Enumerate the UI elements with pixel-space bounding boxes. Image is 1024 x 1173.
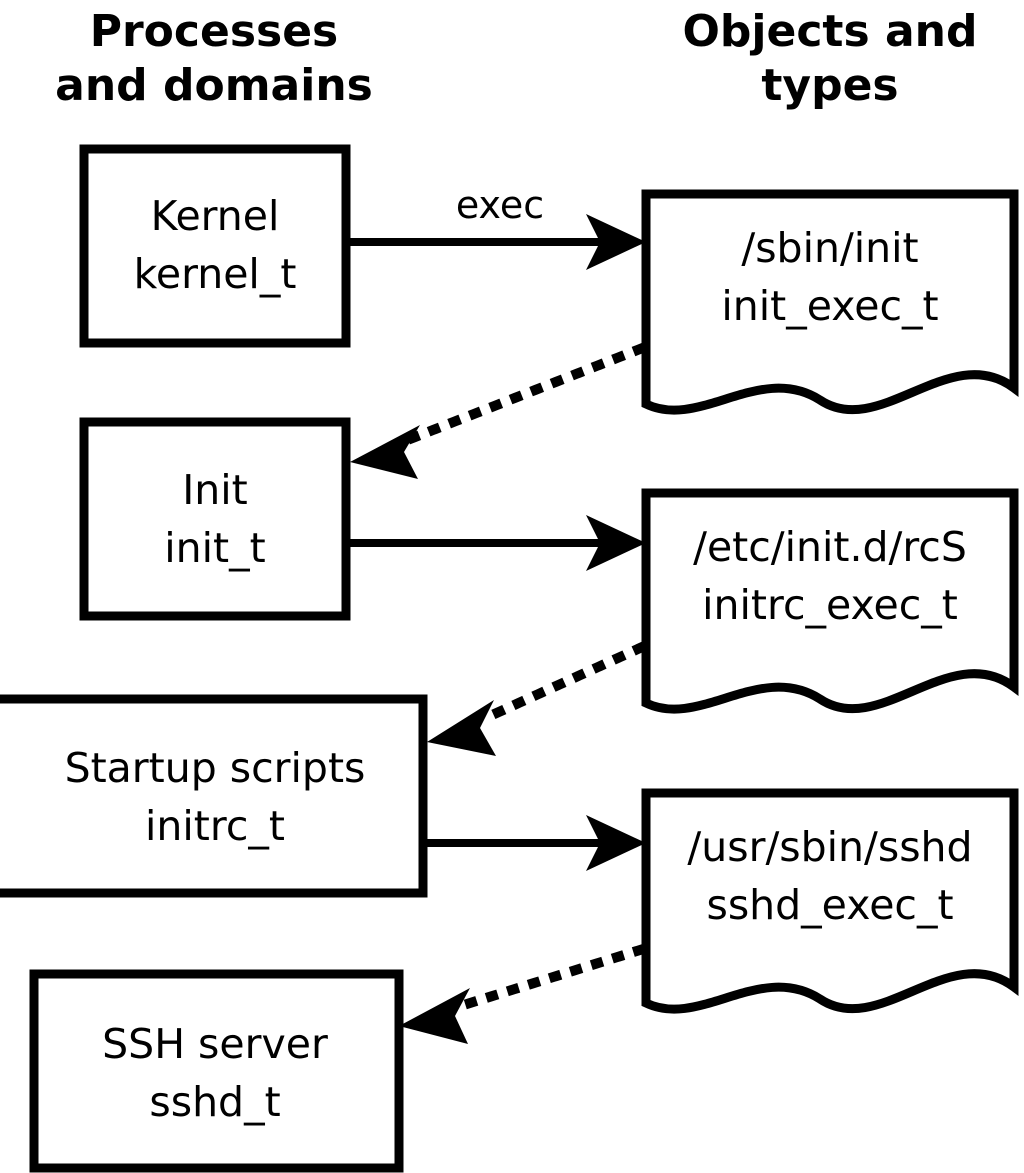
process-node-init-box[interactable]	[79, 417, 351, 621]
column-heading-objects: Objects and types	[683, 6, 978, 111]
process-node-init-type: init_t	[164, 524, 265, 572]
process-node-sshd[interactable]: SSH server sshd_t	[29, 969, 404, 1173]
process-node-sshd-type: sshd_t	[149, 1078, 280, 1126]
process-node-kernel-name: Kernel	[151, 192, 280, 240]
edge-init-exec-initrc-exec	[346, 515, 646, 571]
object-node-init-exec-path: /sbin/init	[741, 224, 918, 272]
edge-init-exec-transition-init	[350, 342, 647, 479]
object-node-initrc-exec[interactable]: /etc/init.d/rcS initrc_exec_t	[641, 488, 1019, 714]
heading-objects-line1: Objects and	[683, 6, 978, 57]
process-node-kernel[interactable]: Kernel kernel_t	[79, 144, 351, 348]
process-node-initrc[interactable]: Startup scripts initrc_t	[0, 694, 428, 898]
edge-init-exec-arrowhead	[586, 515, 646, 571]
edge-kernel-exec-arrowhead	[586, 214, 646, 270]
process-node-sshd-name: SSH server	[102, 1020, 328, 1068]
edge-initrc-exec-transition-initrc	[427, 641, 647, 756]
object-node-initrc-exec-doc[interactable]	[641, 488, 1019, 714]
process-node-initrc-name: Startup scripts	[65, 744, 366, 792]
heading-objects-line2: types	[761, 60, 898, 111]
object-node-sshd-exec-type: sshd_exec_t	[706, 881, 953, 929]
edge-initrc-exec-sshd-exec	[423, 815, 646, 871]
heading-processes-line1: Processes	[90, 6, 339, 57]
object-node-sshd-exec-doc[interactable]	[641, 788, 1019, 1014]
object-node-init-exec-type: init_exec_t	[721, 282, 938, 330]
process-node-kernel-type: kernel_t	[134, 250, 297, 298]
object-node-init-exec-doc[interactable]	[641, 189, 1019, 415]
edge-label-exec: exec	[456, 183, 544, 227]
heading-processes-line2: and domains	[55, 60, 373, 111]
edge-sshd-exec-transition-line	[463, 943, 647, 1010]
object-node-init-exec[interactable]: /sbin/init init_exec_t	[641, 189, 1019, 415]
process-node-initrc-type: initrc_t	[145, 802, 285, 850]
edge-init-exec-transition-line	[403, 342, 647, 446]
object-node-initrc-exec-type: initrc_exec_t	[702, 581, 958, 629]
process-node-init[interactable]: Init init_t	[79, 417, 351, 621]
process-node-init-name: Init	[182, 466, 248, 514]
edge-initrc-exec-arrowhead	[586, 815, 646, 871]
edge-initrc-exec-transition-arrowhead	[427, 700, 496, 756]
process-node-sshd-box[interactable]	[29, 969, 404, 1173]
edge-sshd-exec-transition-arrowhead	[399, 988, 470, 1044]
process-node-kernel-box[interactable]	[79, 144, 351, 348]
edge-sshd-exec-transition-sshd	[399, 943, 647, 1044]
object-node-initrc-exec-path: /etc/init.d/rcS	[693, 523, 967, 571]
edge-initrc-exec-transition-line	[483, 641, 647, 723]
process-node-initrc-box[interactable]	[0, 694, 428, 898]
edge-kernel-exec-init-exec: exec	[346, 183, 646, 270]
edge-init-exec-transition-arrowhead	[350, 425, 420, 479]
column-heading-processes: Processes and domains	[55, 6, 373, 111]
object-node-sshd-exec-path: /usr/sbin/sshd	[687, 823, 972, 871]
object-node-sshd-exec[interactable]: /usr/sbin/sshd sshd_exec_t	[641, 788, 1019, 1014]
